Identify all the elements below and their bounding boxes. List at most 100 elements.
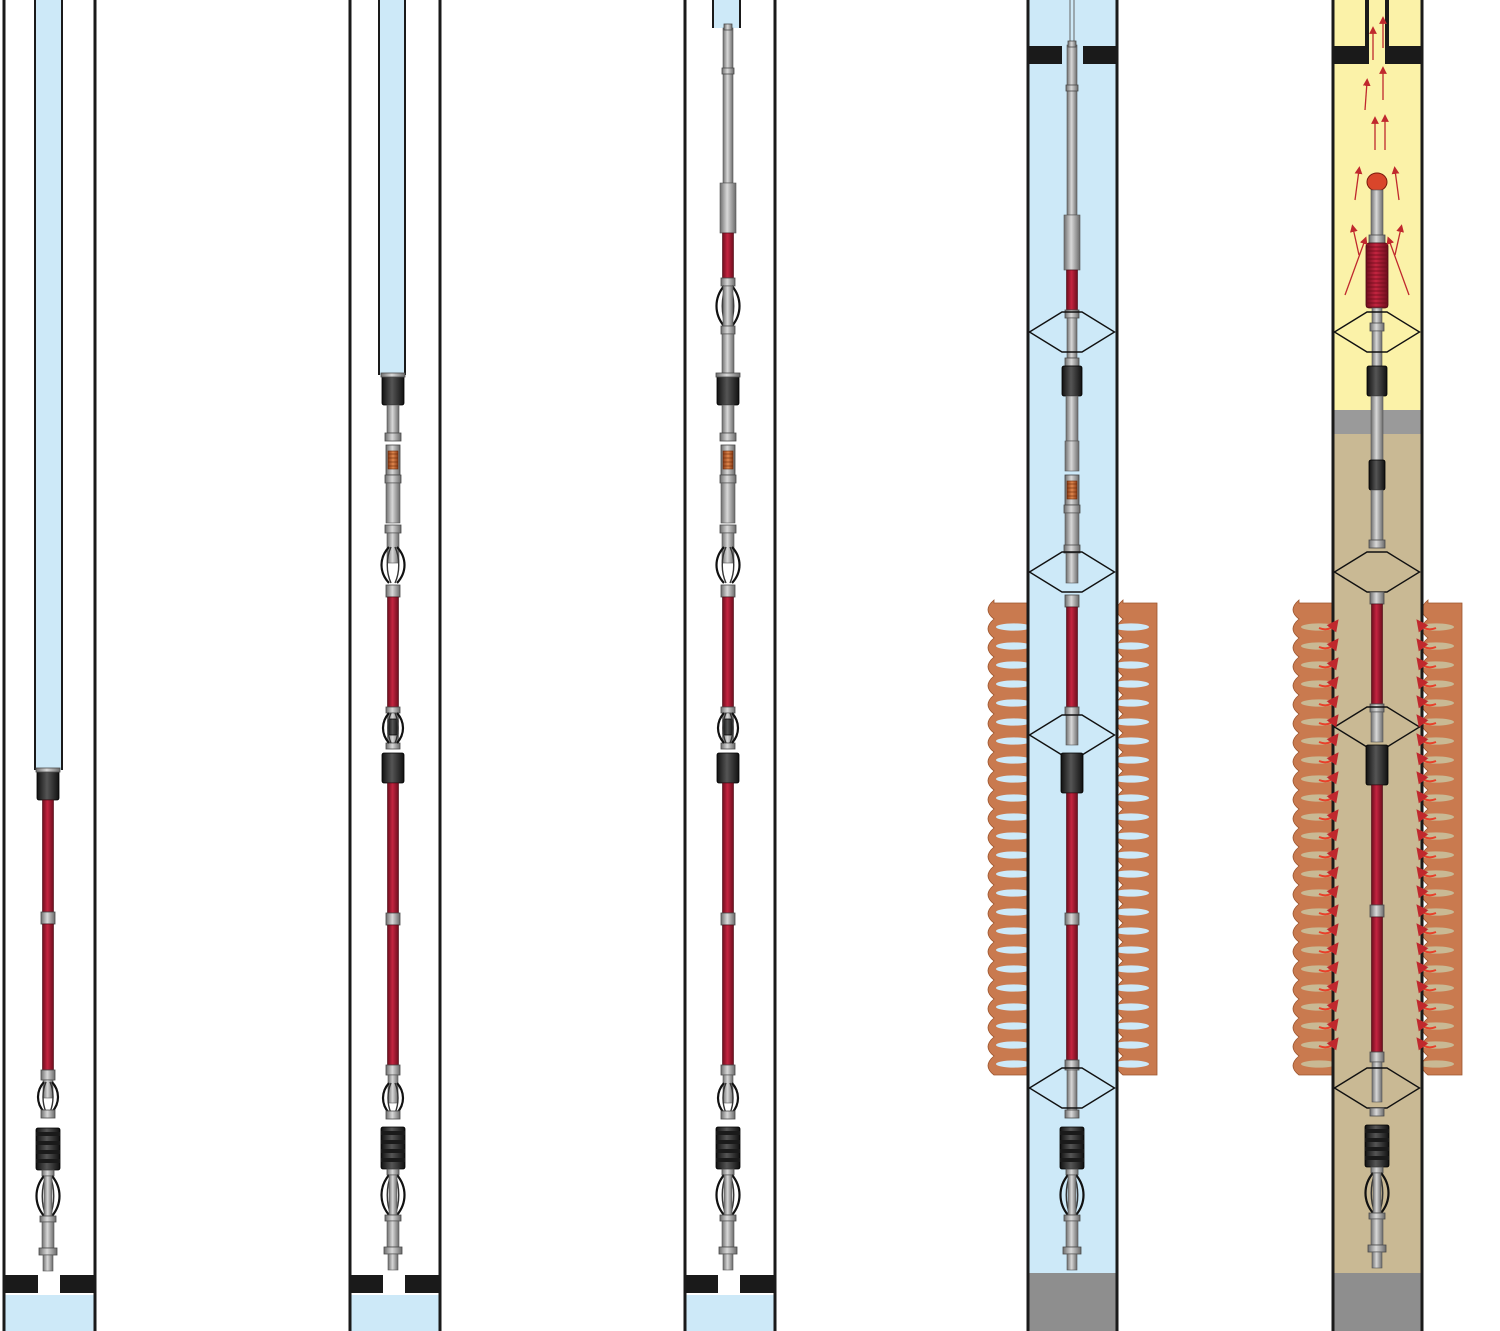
flow-arrow-up: [1394, 224, 1404, 256]
bottom-hole-assembly: [1059, 1126, 1085, 1271]
perforation-tunnel-right: [1113, 623, 1149, 631]
flow-arrow-up: [1386, 236, 1410, 296]
landing-shoulder-right: [740, 1275, 775, 1293]
perforation-tunnel-left: [996, 775, 1032, 783]
crossover: [387, 1074, 399, 1104]
perforation-tunnel-left: [996, 661, 1032, 669]
bow-spring-left: [715, 546, 725, 584]
packer-3-collar: [1064, 706, 1080, 716]
upper-restriction-right: [1083, 46, 1117, 64]
perforation-tunnel-left: [996, 737, 1032, 745]
shoe-nose: [1371, 1251, 1383, 1269]
bow-spring-right: [731, 546, 741, 584]
perforation-tunnel-right: [1113, 813, 1149, 821]
red-tubing-middle: [722, 782, 734, 914]
inflow-arrow-left: [1318, 619, 1339, 633]
packer-top-collar: [385, 706, 401, 714]
inflow-arrow-left: [1318, 771, 1339, 785]
set-packer-2: [1028, 551, 1116, 593]
perforation-tunnel-right: [1113, 699, 1149, 707]
tubing-fluid-water: [379, 0, 405, 375]
tool-string: [715, 372, 741, 1271]
tool-string: [1333, 172, 1421, 1269]
perforation-tunnel-right: [1113, 908, 1149, 916]
inflow-arrow-right: [1416, 657, 1437, 671]
packer-3-collar: [1369, 703, 1385, 713]
running-tool-stinger: [722, 27, 734, 184]
perforation-tunnel-right: [1113, 927, 1149, 935]
stage-2: [348, 0, 442, 1331]
inflow-arrow-right: [1416, 885, 1437, 899]
tubing-fluid-water: [35, 0, 62, 770]
stinger-tip: [1067, 40, 1077, 48]
red-tubing-upper: [722, 596, 734, 708]
flow-arrow-up: [1391, 166, 1400, 201]
inflow-arrow-right: [1416, 695, 1437, 709]
upper-sub-collar: [384, 432, 402, 442]
shoe-nose: [722, 1253, 734, 1271]
packer-centralizer: [381, 712, 405, 744]
inflow-arrow-left: [1318, 790, 1339, 804]
inflow-arrow-left: [1318, 676, 1339, 690]
lower-collar: [39, 1215, 57, 1223]
inflow-arrow-left: [1318, 961, 1339, 975]
shoe-collar: [718, 1246, 738, 1255]
bow-spring-left: [1059, 1174, 1069, 1216]
red-tubing-lower: [722, 924, 734, 1066]
top-collar: [720, 277, 736, 287]
shoe-joint: [386, 1220, 400, 1248]
inflow-arrow-right: [1416, 619, 1437, 633]
bow-spring-inner-left: [386, 546, 392, 584]
bow-spring-inner-right: [729, 712, 734, 744]
upper-packer-sub: [720, 706, 736, 750]
dart-plug: [1366, 172, 1388, 192]
swell-sub: [381, 752, 405, 784]
upper-mandrel: [1370, 189, 1384, 241]
shoe-nose: [42, 1254, 54, 1272]
slip-band: [36, 1159, 60, 1163]
perforation-tunnel-right: [1113, 870, 1149, 878]
anchor-collar: [1370, 1166, 1384, 1174]
lower-collar: [719, 1214, 737, 1222]
upper-sub: [721, 333, 735, 375]
bow-spring-right: [396, 712, 405, 744]
perforation-tunnel-left: [996, 832, 1032, 840]
packer-element: [387, 718, 399, 736]
top-sub: [36, 769, 60, 801]
bow-spring-inner-left: [722, 712, 727, 744]
shoe-joint: [41, 1221, 55, 1249]
landing-shoulder-left: [685, 1275, 718, 1293]
gauge-sensor: [1066, 480, 1078, 500]
inflow-arrow-right: [1416, 866, 1437, 880]
landing-shoulder-left: [4, 1275, 38, 1293]
perforation-tunnel-left: [996, 794, 1032, 802]
perforation-tunnel-right: [1113, 775, 1149, 783]
perforation-tunnel-right: [1113, 1041, 1149, 1049]
inflow-arrow-left: [1318, 1037, 1339, 1051]
perforation-tunnel-left: [996, 680, 1032, 688]
top-sub-cap: [380, 372, 406, 378]
bow-spring-left: [381, 712, 390, 744]
valve-housing: [720, 482, 736, 524]
slip-band: [381, 1140, 405, 1144]
bottom-hole-assembly: [35, 1127, 61, 1272]
inflow-arrow-left: [1318, 999, 1339, 1013]
inflow-arrow-right: [1416, 638, 1437, 652]
perforation-tunnel-left: [996, 623, 1032, 631]
lower-coupling: [720, 1064, 736, 1076]
perforation-tunnel-left: [996, 965, 1032, 973]
valve-collar: [719, 524, 737, 534]
bottom-hole-assembly: [1364, 1124, 1390, 1269]
inflow-arrow-left: [1318, 923, 1339, 937]
swell-sub: [1365, 744, 1389, 786]
tubing-coupling: [1369, 904, 1385, 918]
packer-diamond-outline: [1333, 551, 1421, 593]
bow-spring-right: [731, 712, 740, 744]
packer-2-collar: [1369, 591, 1385, 605]
red-tubing-upper: [1371, 603, 1383, 705]
landing-shoulder-right: [60, 1275, 95, 1293]
red-tubing-top: [722, 232, 734, 279]
gauge-collar: [1063, 504, 1081, 514]
slip-band: [381, 1131, 405, 1135]
